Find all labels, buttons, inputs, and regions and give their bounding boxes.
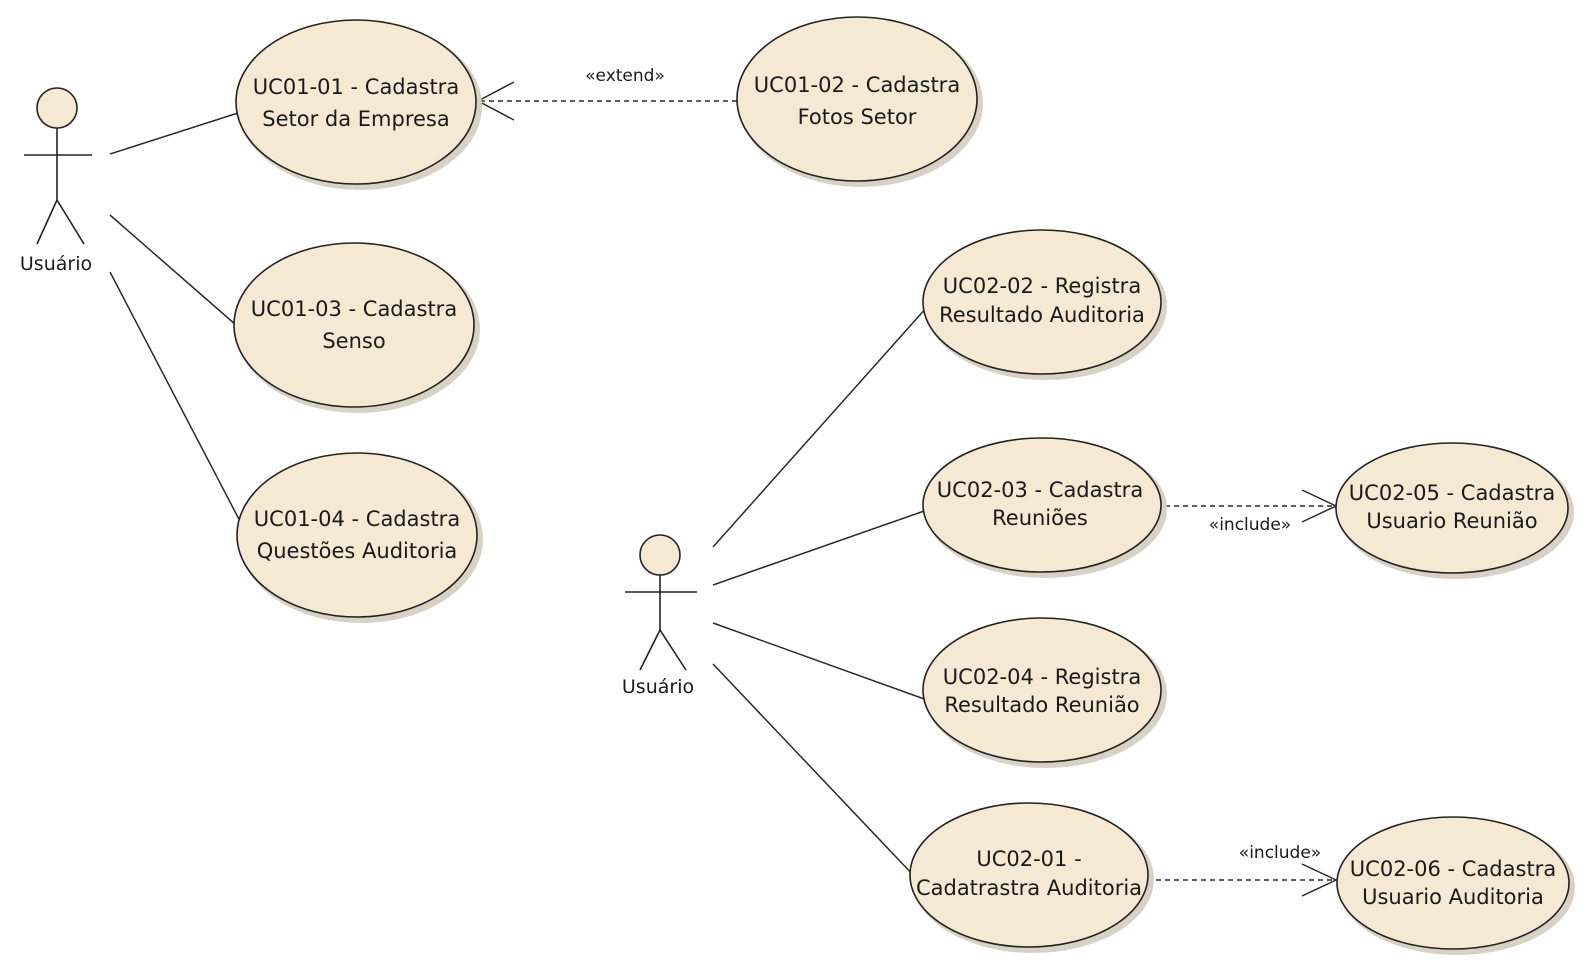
use-case-uc02-05: UC02-05 - Cadastra Usuario Reunião <box>1335 442 1574 579</box>
use-case-ellipse <box>236 452 478 618</box>
association-actor2-uc02-03 <box>712 509 928 586</box>
use-case-ellipse <box>922 229 1162 375</box>
association-actor1-uc01-04 <box>109 271 243 526</box>
use-case-ellipse <box>922 437 1162 573</box>
use-case-label-line2: Resultado Auditoria <box>939 303 1145 327</box>
use-case-label-line2: Usuario Reunião <box>1366 509 1537 533</box>
association-actor2-uc02-01 <box>712 663 916 878</box>
use-case-ellipse <box>736 16 978 182</box>
relationship-include-reuniao: «include» <box>1165 489 1338 535</box>
include-label: «include» <box>1209 515 1291 535</box>
use-case-ellipse <box>235 19 477 185</box>
use-case-label-line1: UC01-02 - Cadastra <box>754 73 960 97</box>
actor-leg-left <box>36 199 58 245</box>
actor-label: Usuário <box>622 676 694 698</box>
use-case-label-line1: UC01-01 - Cadastra <box>253 75 459 99</box>
use-case-label-line2: Usuario Auditoria <box>1362 885 1544 909</box>
use-case-label-line1: UC01-03 - Cadastra <box>251 297 457 321</box>
use-case-ellipse <box>1336 816 1570 950</box>
association-actor1-uc01-03 <box>109 214 237 326</box>
use-case-uc01-02: UC01-02 - Cadastra Fotos Setor <box>736 16 983 187</box>
association-actor2-uc02-04 <box>712 622 928 701</box>
use-case-label-line1: UC02-02 - Registra <box>943 274 1141 298</box>
use-case-uc02-04: UC02-04 - Registra Resultado Reunião <box>922 617 1167 768</box>
use-case-label-line1: UC02-03 - Cadastra <box>937 478 1143 502</box>
use-case-label-line2: Reuniões <box>992 506 1088 530</box>
actor-usuario-2: Usuário <box>622 534 697 698</box>
use-case-label-line2: Fotos Setor <box>798 105 917 129</box>
use-case-ellipse <box>233 242 475 408</box>
use-case-ellipse <box>1335 442 1569 574</box>
include-arrowhead <box>1301 863 1338 897</box>
relationship-extend: «extend» <box>476 66 737 121</box>
use-case-uc02-02: UC02-02 - Registra Resultado Auditoria <box>922 229 1167 380</box>
use-case-uc01-03: UC01-03 - Cadastra Senso <box>233 242 480 413</box>
use-case-ellipse <box>909 802 1149 948</box>
use-case-uc01-01: UC01-01 - Cadastra Setor da Empresa <box>235 19 482 190</box>
actor-leg-left <box>639 629 661 671</box>
use-case-label-line2: Questões Auditoria <box>257 539 458 563</box>
use-case-label-line2: Cadatrastra Auditoria <box>916 876 1142 900</box>
actor-leg-right <box>56 199 85 245</box>
use-case-label-line1: UC02-04 - Registra <box>943 665 1141 689</box>
use-case-label-line1: UC02-01 - <box>976 847 1081 871</box>
use-case-uc01-04: UC01-04 - Cadastra Questões Auditoria <box>236 452 483 623</box>
use-case-label-line1: UC02-06 - Cadastra <box>1350 857 1556 881</box>
actor-head <box>639 534 681 576</box>
include-label: «include» <box>1239 843 1321 863</box>
use-case-uc02-03: UC02-03 - Cadastra Reuniões <box>922 437 1167 578</box>
relationship-include-auditoria: «include» <box>1147 843 1338 897</box>
use-case-ellipse <box>922 617 1162 763</box>
associations <box>109 112 928 878</box>
use-case-label-line2: Resultado Reunião <box>944 693 1139 717</box>
actor-usuario-1: Usuário <box>20 87 92 275</box>
actor-head <box>36 87 78 129</box>
actor-label: Usuário <box>20 253 92 275</box>
association-actor2-uc02-02 <box>712 306 928 548</box>
use-case-label-line2: Setor da Empresa <box>262 107 449 131</box>
use-case-uc02-01: UC02-01 - Cadatrastra Auditoria <box>909 802 1154 953</box>
use-case-uc02-06: UC02-06 - Cadastra Usuario Auditoria <box>1336 816 1575 955</box>
use-case-label-line2: Senso <box>322 329 385 353</box>
actor-leg-right <box>659 629 687 671</box>
extend-label: «extend» <box>585 66 665 86</box>
use-case-label-line1: UC02-05 - Cadastra <box>1349 481 1555 505</box>
association-actor1-uc01-01 <box>109 112 239 155</box>
use-case-label-line1: UC01-04 - Cadastra <box>254 507 460 531</box>
